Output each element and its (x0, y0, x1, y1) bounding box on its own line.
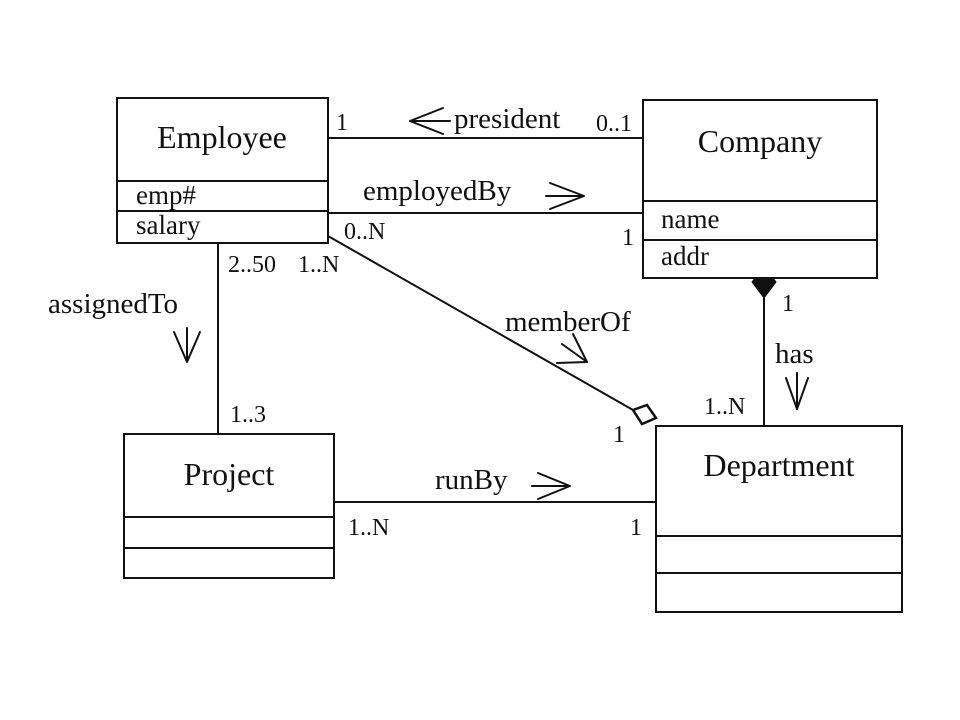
employedBy-label: employedBy (363, 175, 512, 207)
president-direction-arrow-icon (409, 107, 451, 135)
runBy-multiplicity-department: 1 (630, 515, 642, 541)
attribute-salary: salary (136, 210, 201, 240)
attribute-name: name (661, 204, 719, 234)
has-multiplicity-company: 1 (782, 291, 794, 317)
has-multiplicity-department: 1..N (704, 394, 745, 420)
class-name-company: Company (698, 123, 822, 159)
has-label: has (775, 338, 814, 370)
assignedTo-direction-arrow-icon (173, 327, 201, 363)
employedBy-multiplicity-company: 1 (622, 225, 634, 251)
president-multiplicity-employee: 1 (336, 110, 348, 136)
class-name-department: Department (703, 447, 854, 483)
employedBy-direction-arrow-icon (545, 182, 585, 210)
assignedTo-multiplicity-employee: 2..50 (228, 252, 276, 278)
class-employee[interactable]: Employee emp# salary (116, 97, 329, 244)
president-multiplicity-company: 0..1 (596, 111, 632, 137)
attribute-addr: addr (661, 241, 709, 271)
class-name-employee: Employee (157, 119, 287, 155)
memberOf-multiplicity-employee: 1..N (298, 252, 339, 278)
runBy-multiplicity-project: 1..N (348, 515, 389, 541)
runBy-label: runBy (435, 464, 508, 496)
has-direction-arrow-icon (785, 372, 809, 410)
class-company[interactable]: Company name addr (642, 99, 878, 279)
class-name-project: Project (184, 456, 275, 492)
memberOf-direction-arrow-icon (556, 333, 588, 364)
assignedTo-multiplicity-project: 1..3 (230, 402, 266, 428)
employedBy-multiplicity-employee: 0..N (344, 219, 385, 245)
memberOf-multiplicity-department: 1 (613, 422, 625, 448)
class-project[interactable]: Project (123, 433, 335, 579)
memberOf-label: memberOf (505, 306, 631, 338)
runBy-direction-arrow-icon (531, 472, 571, 500)
aggregation-diamond-icon (631, 403, 658, 426)
president-label: president (454, 103, 560, 135)
class-department[interactable]: Department (655, 425, 903, 613)
assignedTo-label: assignedTo (48, 288, 178, 320)
memberOf-association-line (327, 235, 634, 411)
attribute-emp-number: emp# (136, 180, 196, 210)
